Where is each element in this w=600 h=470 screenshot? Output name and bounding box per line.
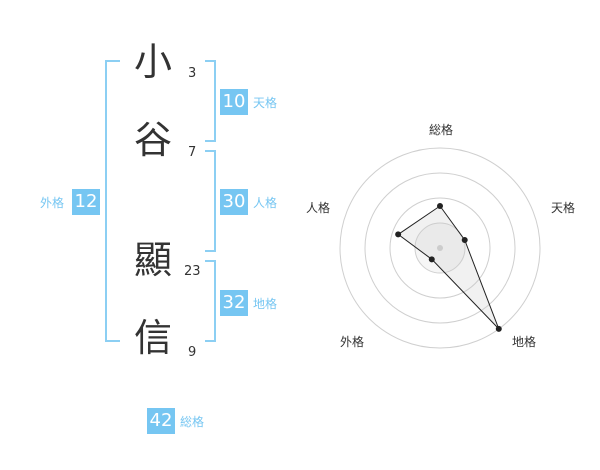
radar-center-dot (437, 245, 443, 251)
chikaku-bracket (205, 260, 216, 342)
tenkaku-bracket (205, 60, 216, 142)
gaikaku-bracket (105, 60, 120, 342)
jinkaku-bracket (205, 150, 216, 252)
radar-label-soukaku: 総格 (429, 122, 453, 137)
gaikaku-label: 外格 (40, 196, 65, 210)
radar-polygon (397, 205, 500, 330)
chikaku-label: 地格 (253, 297, 278, 311)
radar-label-tenkaku: 天格 (551, 200, 575, 215)
stroke-count-1: 3 (188, 66, 197, 81)
soukaku-label: 総格 (180, 415, 205, 429)
name-char-1: 小 (133, 40, 172, 84)
radar-label-gaikaku: 外格 (340, 334, 364, 349)
radar-points (395, 203, 502, 332)
radar-label-jinkaku: 人格 (306, 200, 330, 215)
stroke-count-2: 7 (188, 145, 197, 160)
tenkaku-label: 天格 (253, 96, 278, 110)
radar-point-tenkaku (461, 236, 468, 243)
radar-point-soukaku (437, 203, 443, 209)
soukaku-value-badge: 42 (147, 408, 175, 434)
jinkaku-value-badge: 30 (220, 189, 248, 215)
stroke-count-4: 9 (188, 345, 197, 360)
stroke-count-3: 23 (184, 264, 201, 279)
radar-point-gaikaku (428, 256, 435, 263)
gaikaku-value-badge: 12 (72, 189, 100, 215)
tenkaku-value-badge: 10 (220, 89, 248, 115)
name-char-2: 谷 (133, 118, 172, 162)
name-char-3: 顯 (133, 238, 172, 282)
chikaku-value-badge: 32 (220, 290, 248, 316)
radar-chart: 総格 天格 地格 外格 人格 (306, 122, 575, 349)
jinkaku-label: 人格 (253, 196, 278, 210)
radar-point-chikaku (495, 325, 502, 332)
radar-point-jinkaku (395, 231, 402, 238)
radar-label-chikaku: 地格 (512, 334, 536, 349)
name-char-4: 信 (133, 316, 172, 360)
